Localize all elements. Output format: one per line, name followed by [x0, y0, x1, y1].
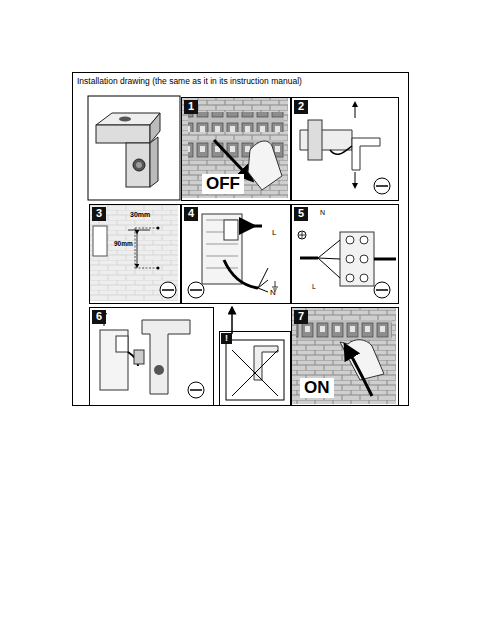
callout-number: 2 — [294, 100, 308, 114]
callout-number: 3 — [92, 207, 106, 221]
callout-number: 6 — [92, 310, 106, 324]
step-panel: 6 — [89, 307, 214, 406]
step-panel: 2 — [291, 97, 399, 201]
dimension-label: 30mm — [130, 211, 150, 218]
wire-label: N — [320, 209, 325, 216]
diagram-title: Installation drawing (the same as it in … — [77, 77, 302, 86]
callout-number: 1 — [184, 100, 198, 114]
step-panel: 4L N — [181, 204, 291, 304]
wire-label: L — [312, 283, 316, 290]
step-panel: ! — [219, 331, 291, 406]
switch-state-label: OFF — [202, 174, 244, 194]
wire-label: L — [272, 229, 276, 237]
callout-number: 7 — [294, 310, 308, 324]
callout-number: 5 — [294, 207, 308, 221]
switch-state-label: ON — [300, 378, 334, 398]
step-panel: 7ON — [291, 307, 399, 406]
step-panel: 3 30mm 90mm — [89, 204, 181, 304]
step-panel: 1OFF — [181, 97, 291, 201]
instruction-frame: Installation drawing (the same as it in … — [72, 72, 409, 406]
dimension-label: 90mm — [114, 241, 133, 248]
step-panel: 5 N L — [291, 204, 399, 304]
callout-number: ! — [221, 333, 232, 344]
callout-number: 4 — [184, 207, 198, 221]
wire-label: N — [270, 289, 276, 297]
